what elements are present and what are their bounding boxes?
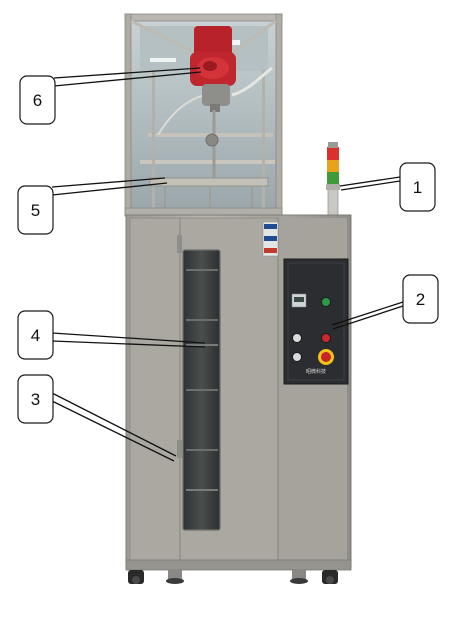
callout-box <box>17 185 54 235</box>
start-button <box>321 297 331 307</box>
callout-label: 3 <box>31 390 40 409</box>
callout-2: 2 <box>402 274 439 324</box>
hinge <box>177 440 182 458</box>
callout-label: 1 <box>413 178 422 197</box>
leader-line-3b <box>51 400 175 462</box>
frame-right-post <box>275 13 283 217</box>
hinge <box>177 235 182 253</box>
emergency-stop-button <box>321 352 331 362</box>
warning-label-stripe <box>264 236 277 241</box>
callout-label: 4 <box>31 326 40 345</box>
hose <box>231 66 273 97</box>
callout-box <box>19 75 56 125</box>
temperature-display-screen <box>294 297 304 302</box>
callout-box <box>17 374 54 424</box>
frame-diagonal <box>130 19 201 57</box>
leader-line-2b <box>332 305 404 330</box>
callout-6: 6 <box>19 75 56 125</box>
leader-line-2 <box>331 301 404 326</box>
tower-cap <box>328 142 338 148</box>
tower-base <box>326 184 340 190</box>
leader-line-4 <box>51 332 206 344</box>
callout-label: 5 <box>31 201 40 220</box>
selector-knob <box>292 352 302 362</box>
leader-line-5 <box>51 177 166 188</box>
control-panel: 昭微科技 <box>283 258 349 385</box>
lift-rack <box>149 177 269 187</box>
callout-4: 4 <box>17 310 54 360</box>
leader-lines <box>51 67 404 462</box>
fixture <box>205 133 219 147</box>
kick-plate <box>125 559 352 571</box>
stop-button <box>321 333 331 343</box>
callout-label: 6 <box>33 91 42 110</box>
inner-post <box>152 70 155 210</box>
tower-amber-lamp <box>327 160 339 172</box>
leader-line-3 <box>51 392 177 457</box>
inner-post <box>262 70 265 210</box>
control-panel-face <box>283 258 349 385</box>
tower-pole <box>327 187 339 217</box>
hose <box>157 94 206 136</box>
frame-top <box>124 13 283 22</box>
callout-label: 2 <box>416 290 425 309</box>
panel-brand-label: 昭微科技 <box>306 368 326 375</box>
callout-3: 3 <box>17 374 54 424</box>
caster-wheel <box>326 576 334 584</box>
callout-box <box>17 310 54 360</box>
tower-green-lamp <box>327 172 339 184</box>
casters <box>128 569 338 584</box>
callout-5: 5 <box>17 185 54 235</box>
signal-tower-light <box>326 142 340 217</box>
leveling-foot-pad <box>290 578 308 584</box>
frame-left-post <box>124 13 132 217</box>
leader-line-4b <box>51 340 206 348</box>
leveling-foot <box>292 569 306 579</box>
leader-line-6b <box>53 71 202 87</box>
callout-box <box>402 274 439 324</box>
ceiling-light <box>150 58 176 62</box>
callout-box <box>399 162 436 212</box>
leader-line-1 <box>339 176 401 187</box>
warning-label-stripe <box>264 248 277 253</box>
leader-line-6 <box>53 67 201 79</box>
leader-line-5b <box>51 182 168 196</box>
leader-line-1b <box>340 180 401 191</box>
callout-1: 1 <box>399 162 436 212</box>
frame-diagonal <box>229 19 277 57</box>
red-motor <box>190 26 236 112</box>
upper-enclosure <box>124 13 283 217</box>
tower-red-lamp <box>327 147 339 160</box>
caster-wheel <box>132 576 140 584</box>
leveling-foot <box>168 569 182 579</box>
inner-rail <box>140 160 275 164</box>
warning-label-stripe <box>264 224 277 229</box>
selector-knob <box>292 333 302 343</box>
leveling-foot-pad <box>166 578 184 584</box>
